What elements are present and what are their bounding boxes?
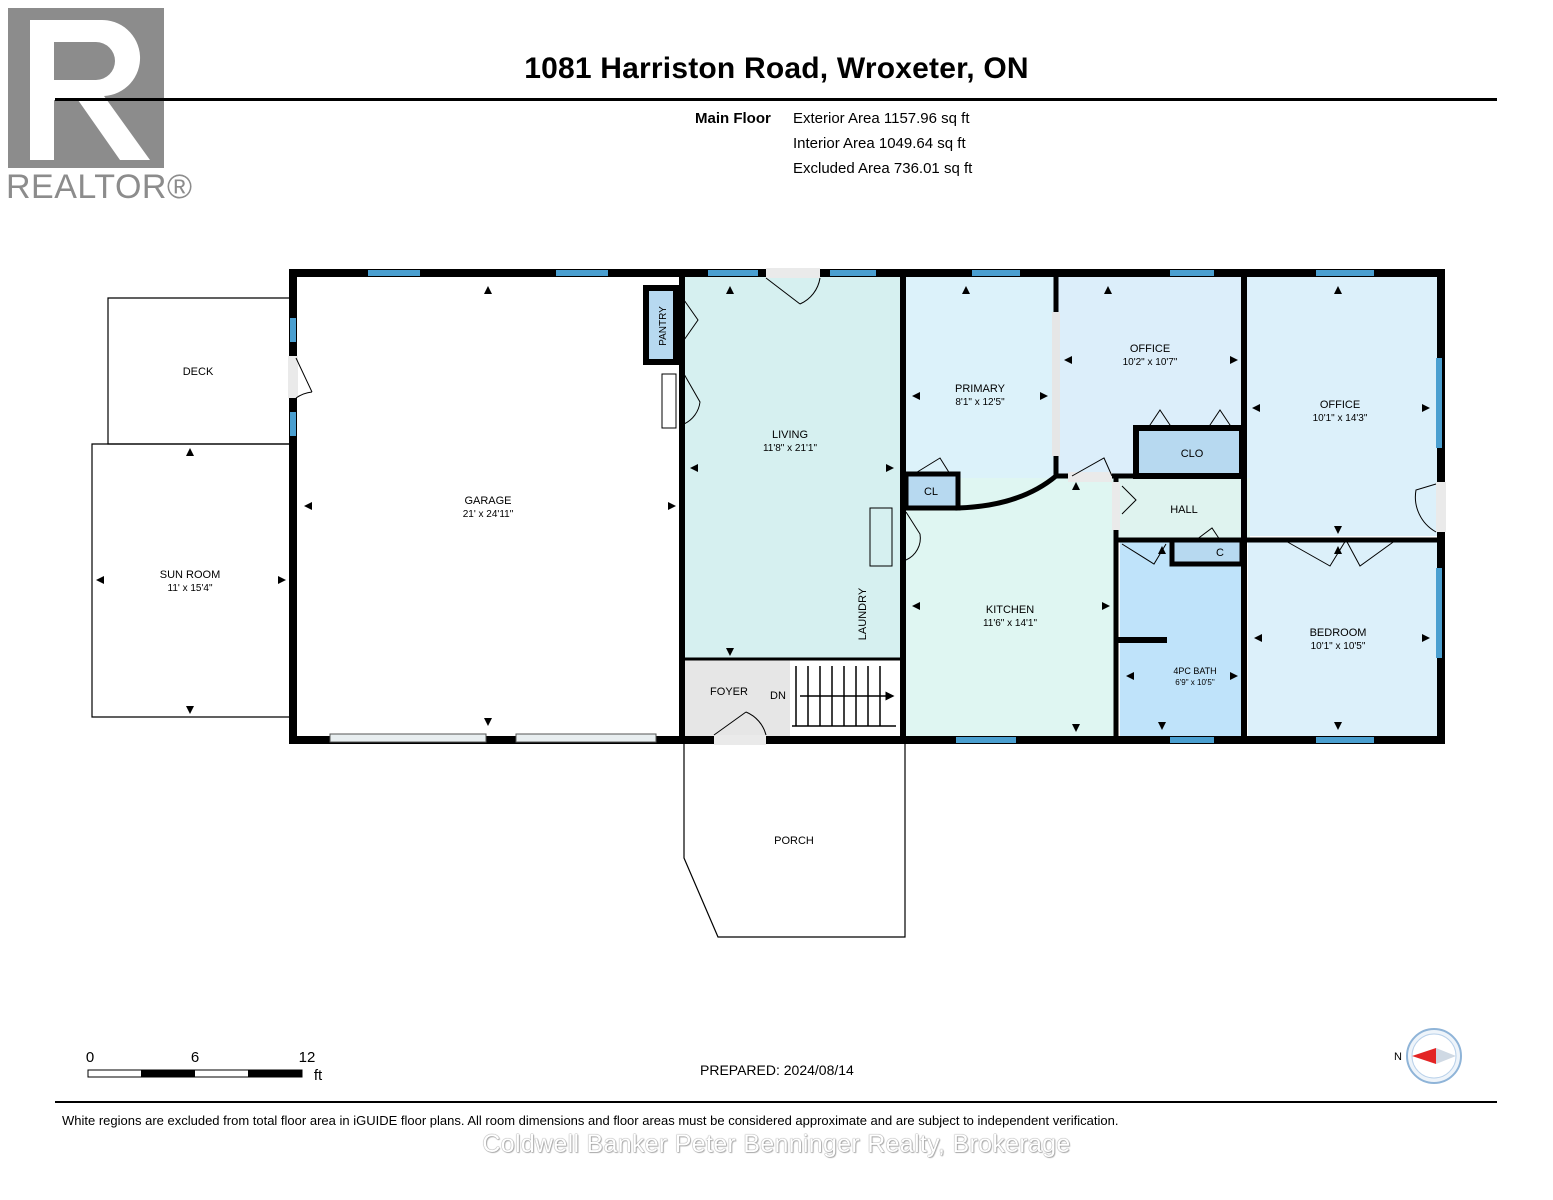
prepared-date: PREPARED: 2024/08/14 [700,1062,854,1078]
garage-label: GARAGE [464,495,511,507]
kitchen-room [906,478,1116,736]
bath-label: 4PC BATH [1173,666,1216,676]
living-room [684,276,900,658]
deck-label: DECK [183,366,214,378]
pantry-closet [643,285,679,365]
laundry-label: LAUNDRY [857,587,869,640]
floor-label: Main Floor [695,110,771,127]
hall-room [1116,478,1250,540]
realtor-r-icon [8,8,164,168]
sun-room-label: SUN ROOM [160,569,221,581]
compass-icon: N [1394,1028,1462,1084]
brokerage-watermark: Coldwell Banker Peter Benninger Realty, … [482,1130,1071,1158]
excluded-area: Excluded Area 736.01 sq ft [793,160,973,177]
doors [288,268,1446,745]
garage-dims: 21' x 24'11" [463,509,514,520]
living-dims: 11'8" x 21'1" [763,443,818,454]
disclaimer-text: White regions are excluded from total fl… [62,1113,1119,1128]
office1-label: OFFICE [1130,343,1170,355]
office1-closet [1133,425,1245,479]
primary-closet-label: CL [924,486,938,498]
bedroom-label: BEDROOM [1310,627,1367,639]
sun-room-dims: 11' x 15'4" [168,583,213,594]
bath-dims: 6'9" x 10'5" [1175,678,1215,687]
scale-tick-0: 0 [86,1049,94,1066]
scale-tick-6: 6 [191,1049,199,1066]
pantry-label: PANTRY [658,306,669,346]
primary-label: PRIMARY [955,383,1006,395]
page-title: 1081 Harriston Road, Wroxeter, ON [524,52,1029,85]
office2-label: OFFICE [1320,399,1360,411]
dimension-markers [96,286,1430,732]
hall-closet [1169,537,1245,567]
office2-dims: 10'1" x 14'3" [1313,413,1368,424]
bedroom-dims: 10'1" x 10'5" [1311,641,1366,652]
primary-dims: 8'1" x 12'5" [955,397,1005,408]
primary-room [906,276,1054,508]
footer-divider [55,1101,1497,1103]
exterior-area: Exterior Area 1157.96 sq ft [793,110,970,127]
interior-area: Interior Area 1049.64 sq ft [793,135,966,152]
stairs [792,666,896,727]
windows [290,270,1442,743]
kitchen-label: KITCHEN [986,604,1034,616]
office2-room [1246,276,1438,536]
porch-label: PORCH [774,835,814,847]
living-label: LIVING [772,429,808,441]
garage-room [296,276,680,736]
realtor-logo-text: REALTOR® [6,168,193,206]
exterior-outlines [91,297,906,938]
foyer-label: FOYER [710,686,748,698]
stairs-dn-label: DN [770,690,786,702]
office1-closet-label: CLO [1181,448,1204,460]
header-divider [55,98,1497,101]
stairs-area [790,662,900,736]
realtor-logo [8,8,164,168]
scale-bar: 0 6 12 ft [86,1049,323,1084]
compass-north-label: N [1394,1051,1402,1063]
hall-label: HALL [1170,504,1198,516]
bedroom-room [1248,540,1438,736]
foyer-room [684,658,790,736]
kitchen-dims: 11'6" x 14'1" [983,618,1038,629]
hall-closet-label: C [1216,547,1224,559]
room-labels: DECK SUN ROOM 11' x 15'4" GARAGE 21' x 2… [160,306,1368,847]
scale-tick-12: 12 [299,1049,316,1066]
office1-dims: 10'2" x 10'7" [1123,357,1178,368]
scale-unit: ft [314,1067,323,1084]
room-fills [296,276,1438,736]
